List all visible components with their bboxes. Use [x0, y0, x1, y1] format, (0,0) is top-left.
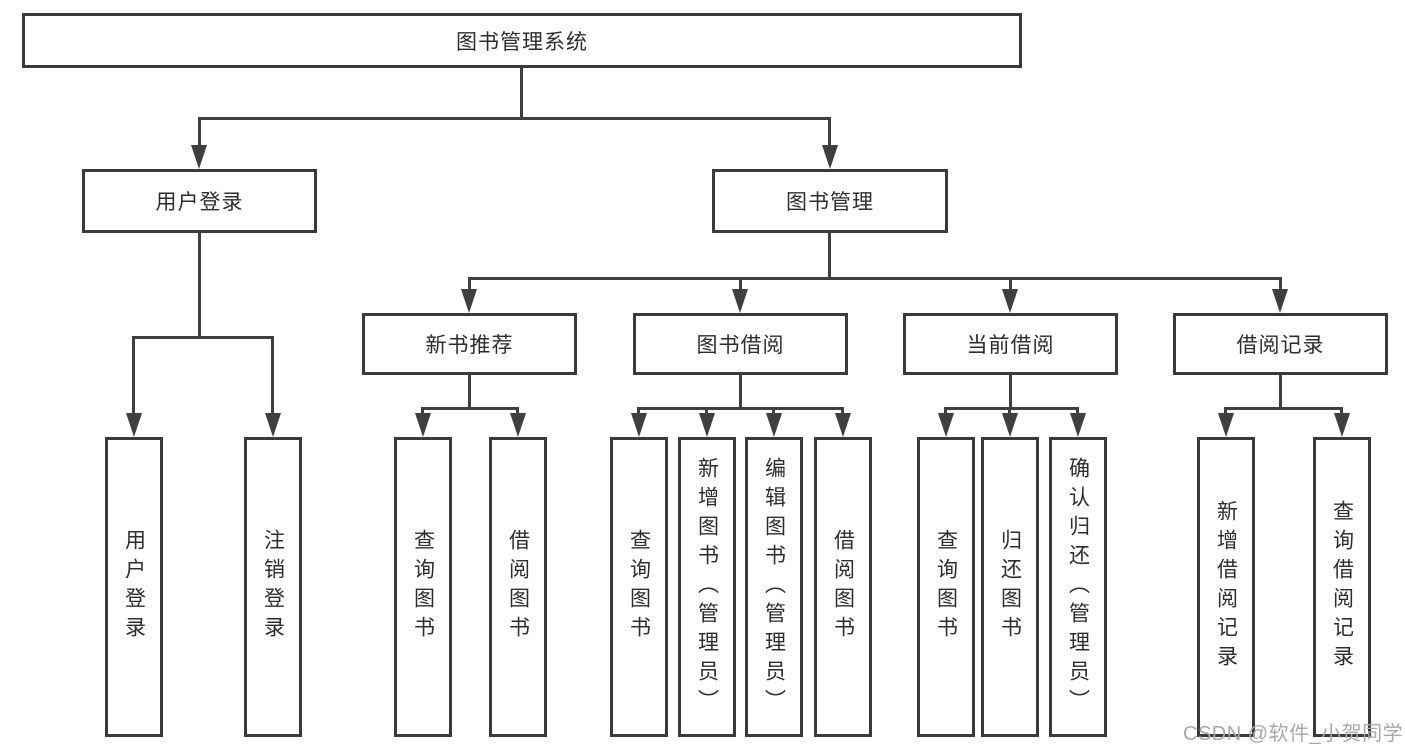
node-label: 新增借阅记录 — [1214, 500, 1238, 674]
connector-line — [739, 375, 742, 410]
arrow-down-icon — [1218, 413, 1234, 437]
arrow-down-icon — [631, 413, 647, 437]
node-book-borrow: 图书借阅 — [633, 313, 848, 375]
arrow-down-icon — [938, 413, 954, 437]
node-user-login: 用户登录 — [82, 169, 317, 233]
node-label: 新书推荐 — [425, 334, 514, 357]
leaf-recommend-borrow-books: 借阅图书 — [489, 437, 547, 737]
node-label: 借阅图书 — [831, 529, 855, 645]
connector-line — [468, 277, 471, 293]
node-label: 查询图书 — [411, 529, 435, 645]
node-label: 当前借阅 — [966, 334, 1055, 357]
leaf-borrow-borrow-books: 借阅图书 — [814, 437, 872, 737]
arrow-down-icon — [191, 145, 207, 169]
arrow-down-icon — [699, 413, 715, 437]
node-label: 新增图书（管理员） — [695, 456, 719, 718]
leaf-records-add-borrow-record: 新增借阅记录 — [1197, 437, 1255, 737]
connector-line — [132, 336, 274, 339]
node-label: 借阅记录 — [1236, 334, 1325, 357]
connector-line — [1279, 277, 1282, 293]
node-label: 查询图书 — [934, 529, 958, 645]
connector-line — [468, 277, 1282, 280]
connector-line — [1224, 407, 1227, 416]
node-current-borrow: 当前借阅 — [903, 313, 1118, 375]
connector-line — [1279, 375, 1282, 410]
node-label: 用户登录 — [122, 529, 146, 645]
connector-line — [132, 336, 135, 416]
connector-line — [944, 407, 1079, 410]
leaf-user-login: 用户登录 — [105, 437, 163, 737]
node-label: 图书管理 — [786, 191, 874, 214]
csdn-watermark: CSDN @软件_小贺同学 — [1183, 723, 1404, 745]
connector-line — [772, 407, 775, 416]
arrow-down-icon — [835, 413, 851, 437]
node-label: 图书借阅 — [696, 334, 785, 357]
connector-line — [637, 407, 640, 416]
arrow-down-icon — [461, 289, 477, 313]
connector-line — [1224, 407, 1343, 410]
leaf-current-confirm-return-admin: 确认归还（管理员） — [1049, 437, 1107, 737]
arrow-down-icon — [126, 413, 142, 437]
node-label: 确认归还（管理员） — [1066, 456, 1090, 718]
node-label: 归还图书 — [998, 529, 1022, 645]
connector-line — [421, 407, 424, 416]
leaf-borrow-edit-books-admin: 编辑图书（管理员） — [745, 437, 803, 737]
arrow-down-icon — [732, 289, 748, 313]
arrow-down-icon — [1334, 413, 1350, 437]
node-label: 查询借阅记录 — [1330, 500, 1354, 674]
leaf-logout: 注销登录 — [244, 437, 302, 737]
connector-line — [1076, 407, 1079, 416]
connector-line — [841, 407, 844, 416]
node-label: 用户登录 — [155, 191, 244, 214]
connector-line — [828, 233, 831, 280]
node-label: 注销登录 — [261, 529, 285, 645]
leaf-recommend-query-books: 查询图书 — [394, 437, 452, 737]
leaf-borrow-query-books: 查询图书 — [610, 437, 668, 737]
node-label: 查询图书 — [627, 529, 651, 645]
arrow-down-icon — [265, 413, 281, 437]
leaf-borrow-add-books-admin: 新增图书（管理员） — [678, 437, 736, 737]
connector-line — [828, 117, 831, 148]
connector-line — [271, 336, 274, 416]
connector-line — [1009, 375, 1012, 410]
connector-line — [1009, 277, 1012, 293]
node-book-management: 图书管理 — [712, 169, 948, 233]
arrow-down-icon — [1002, 289, 1018, 313]
connector-line — [739, 277, 742, 293]
arrow-down-icon — [415, 413, 431, 437]
node-label: 图书管理系统 — [456, 30, 588, 54]
arrow-down-icon — [1070, 413, 1086, 437]
connector-line — [516, 407, 519, 416]
connector-line — [1340, 407, 1343, 416]
arrow-down-icon — [766, 413, 782, 437]
node-borrow-records: 借阅记录 — [1173, 313, 1388, 375]
connector-line — [944, 407, 947, 416]
node-new-book-recommend: 新书推荐 — [362, 313, 577, 375]
connector-line — [198, 117, 831, 120]
connector-line — [421, 407, 519, 410]
connector-line — [520, 68, 523, 120]
connector-line — [637, 407, 844, 410]
leaf-current-query-books: 查询图书 — [917, 437, 975, 737]
connector-line — [198, 117, 201, 148]
arrow-down-icon — [1002, 413, 1018, 437]
connector-line — [1008, 407, 1011, 416]
arrow-down-icon — [510, 413, 526, 437]
node-root: 图书管理系统 — [22, 13, 1022, 68]
arrow-down-icon — [822, 145, 838, 169]
node-label: 借阅图书 — [506, 529, 530, 645]
leaf-records-query-borrow-record: 查询借阅记录 — [1313, 437, 1371, 737]
connector-line — [198, 233, 201, 337]
arrow-down-icon — [1272, 289, 1288, 313]
connector-line — [468, 375, 471, 410]
leaf-current-return-books: 归还图书 — [981, 437, 1039, 737]
connector-line — [705, 407, 708, 416]
node-label: 编辑图书（管理员） — [762, 456, 786, 718]
